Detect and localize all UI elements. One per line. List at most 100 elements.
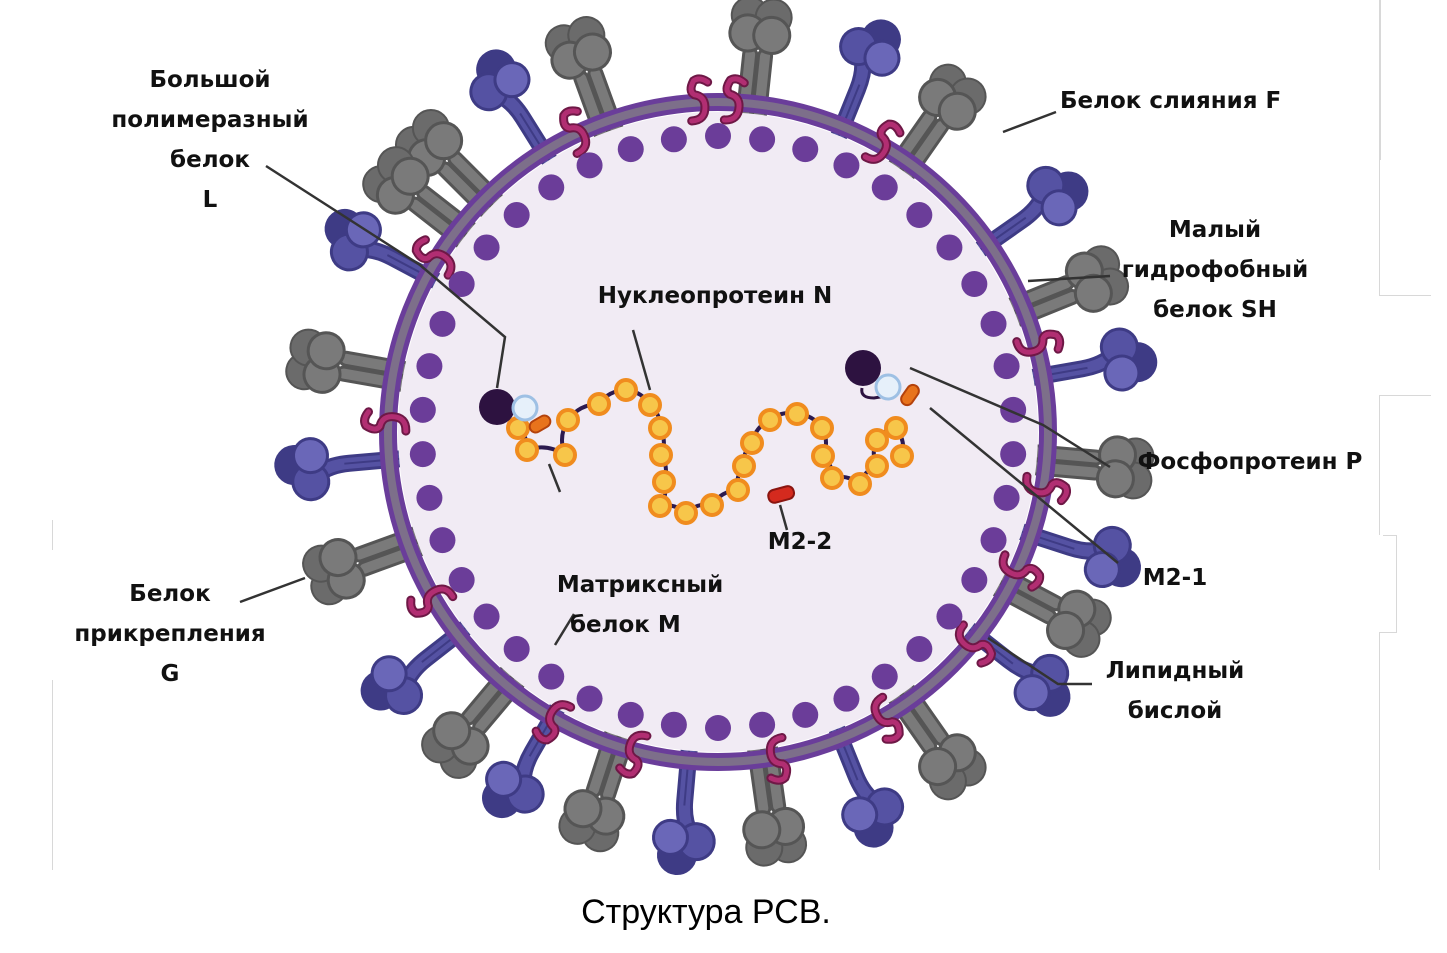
g-protein-head [651, 818, 689, 856]
g-protein-head [841, 796, 879, 834]
nucleoprotein-N [556, 408, 580, 432]
label-large-polymerase-L: Большой полимеразный белок L [60, 60, 360, 220]
g-protein-head [863, 39, 901, 77]
matrix-protein-M [993, 484, 1020, 511]
sh-protein-body [721, 76, 747, 123]
label-line: Фосфопротеин P [1137, 449, 1363, 475]
matrix-protein-M [871, 663, 898, 690]
label-line: L [202, 187, 218, 213]
nucleoprotein-N [587, 392, 611, 416]
sh-protein-body [362, 409, 409, 434]
frame-border-left [52, 520, 53, 550]
label-line: белок M [570, 612, 681, 638]
sh-protein [559, 106, 591, 158]
fusion-protein-F [1014, 435, 1155, 500]
nucleoprotein-N [732, 454, 756, 478]
leader-line [909, 366, 1111, 469]
sh-protein [998, 550, 1045, 592]
label-line: M2-2 [767, 529, 833, 555]
f-protein-head [432, 711, 472, 751]
f-protein-head [1095, 459, 1135, 499]
attachment-protein-G [823, 711, 905, 848]
fusion-protein-F [302, 521, 441, 606]
matrix-protein-M [961, 271, 988, 297]
matrix-protein-M [749, 126, 776, 153]
matrix-protein-M [617, 136, 644, 163]
nucleoprotein-N [648, 416, 672, 440]
matrix-protein-M [538, 663, 565, 690]
fusion-protein-F [558, 713, 639, 853]
g-protein-head [1103, 354, 1141, 392]
g-protein-head [1040, 189, 1078, 227]
phosphoprotein-P [874, 373, 902, 401]
leader-line [929, 407, 1119, 564]
fusion-protein-F [976, 561, 1112, 658]
matrix-protein-M [833, 685, 860, 712]
label-fusion-protein-F: Белок слияния F [1060, 81, 1320, 121]
label-line: бислой [1127, 698, 1223, 724]
sh-protein [615, 730, 652, 779]
sh-protein [686, 74, 713, 126]
matrix-protein-M [833, 152, 860, 179]
frame-border-right [1383, 535, 1397, 536]
leader-line [778, 504, 789, 531]
label-line: Малый [1168, 217, 1262, 243]
sh-protein-body [688, 76, 711, 124]
label-line: M2-1 [1142, 565, 1208, 591]
sh-protein-body [767, 735, 790, 783]
nucleoprotein-N [652, 470, 676, 494]
label-M2-2: M2-2 [750, 522, 850, 562]
frame-border-right [1379, 295, 1431, 296]
matrix-protein-M [705, 715, 731, 741]
g-protein-head [493, 61, 531, 99]
fusion-protein-F [544, 16, 629, 155]
attachment-protein-G [951, 613, 1071, 717]
sh-proteins-layer [360, 74, 1072, 785]
sh-protein-body [533, 702, 574, 743]
m2-1-protein [528, 414, 552, 434]
label-attachment-protein-G: Белок прикрепления G [50, 574, 290, 694]
frame-border-right [1379, 0, 1381, 160]
matrix-protein-M [936, 603, 963, 630]
f-protein-head [752, 15, 792, 55]
g-protein-head [370, 655, 408, 693]
matrix-protein-M [503, 202, 530, 229]
nucleoprotein-N [726, 478, 750, 502]
matrix-protein-ring [409, 123, 1027, 741]
matrix-protein-M [576, 152, 603, 179]
nucleoprotein-N [553, 443, 577, 467]
matrix-protein-M [980, 527, 1007, 554]
matrix-protein-M [416, 353, 443, 380]
sh-protein-body [561, 108, 589, 156]
g-protein-head [485, 760, 523, 798]
matrix-protein-M [936, 234, 963, 261]
virion-interior [398, 112, 1038, 752]
f-protein-head [918, 747, 958, 787]
m2-2-protein [767, 485, 796, 504]
nucleoprotein-N [785, 402, 809, 426]
matrix-protein-M [448, 567, 475, 593]
sh-protein-body [1014, 331, 1063, 355]
sh-protein [719, 74, 749, 125]
polymerase-L [479, 389, 515, 425]
matrix-protein-M [409, 441, 436, 468]
nucleoprotein-N [865, 428, 889, 452]
f-protein-head [390, 156, 430, 196]
l-p-linker [860, 387, 887, 400]
nucleoprotein-N [649, 443, 673, 467]
leader-line [1002, 110, 1057, 134]
nucleoprotein-N [758, 408, 782, 432]
label-line: полимеразный [111, 107, 309, 133]
polymerase-L [845, 350, 881, 386]
matrix-protein-M [871, 174, 898, 201]
figure-caption: Структура РСВ. [581, 893, 831, 931]
matrix-protein-M [409, 396, 436, 423]
f-protein-head [742, 810, 782, 850]
sh-protein-body [872, 694, 902, 742]
phosphoprotein-P [511, 394, 539, 422]
f-protein-head [1046, 610, 1086, 650]
fusion-protein-F [285, 328, 426, 395]
f-protein-head [572, 32, 612, 72]
label-line: белок SH [1153, 297, 1277, 323]
